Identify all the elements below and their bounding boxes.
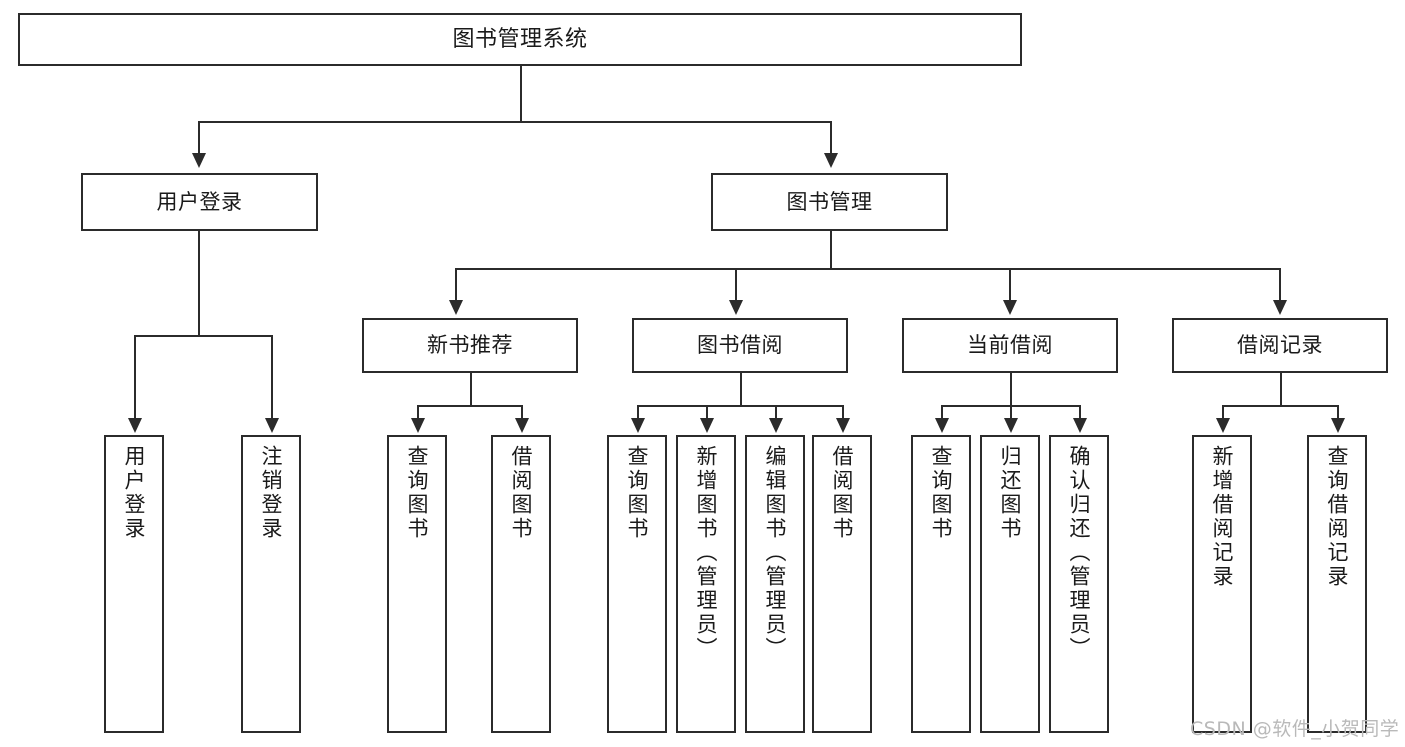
connector-borrow-drop-1 [637,405,639,420]
node-borrow-record[interactable]: 借阅记录 [1172,318,1388,373]
leaf-recommend-query-book[interactable]: 查询图书 [387,435,447,733]
node-label: 借阅图书 [509,445,534,541]
arrow-record-2 [1331,418,1345,433]
leaf-current-confirm-return-admin[interactable]: 确认归还（管理员） [1049,435,1109,733]
leaf-logout[interactable]: 注销登录 [241,435,301,733]
arrow-level1-1 [192,153,206,168]
connector-recommend-drop-1 [417,405,419,420]
node-current-borrow[interactable]: 当前借阅 [902,318,1118,373]
arrow-borrow-2 [700,418,714,433]
arrow-level1-2 [824,153,838,168]
node-label: 查询借阅记录 [1325,445,1350,589]
node-label: 用户登录 [122,445,147,541]
connector-root-stem [520,66,522,122]
connector-level1-drop-2 [830,121,832,154]
node-label: 图书管理系统 [452,26,588,52]
arrow-record-1 [1216,418,1230,433]
connector-borrow-drop-3 [775,405,777,420]
node-label: 注销登录 [259,445,284,541]
node-user-login[interactable]: 用户登录 [81,173,318,231]
connector-recommend-stem [470,373,472,407]
connector-current-stem [1010,373,1012,407]
connector-userlogin-drop-2 [271,335,273,419]
arrow-recommend-2 [515,418,529,433]
watermark-text: CSDN @软件_小贺同学 [1190,718,1400,740]
node-label: 查询图书 [625,445,650,541]
node-label: 编辑图书（管理员） [763,445,788,661]
node-label: 图书借阅 [697,333,783,358]
arrow-recommend-1 [411,418,425,433]
connector-level1-drop-1 [198,121,200,154]
connector-record-drop-1 [1222,405,1224,420]
connector-current-drop-1 [941,405,943,420]
connector-borrow-drop-4 [842,405,844,420]
connector-level2-drop-3 [1009,268,1011,301]
arrow-current-3 [1073,418,1087,433]
arrow-current-2 [1004,418,1018,433]
node-label: 图书管理 [786,189,873,214]
connector-current-drop-3 [1079,405,1081,420]
node-label: 归还图书 [998,445,1023,541]
leaf-user-login[interactable]: 用户登录 [104,435,164,733]
arrow-borrow-3 [769,418,783,433]
leaf-record-query-record[interactable]: 查询借阅记录 [1307,435,1367,733]
connector-level2-drop-2 [735,268,737,301]
leaf-borrow-edit-book-admin[interactable]: 编辑图书（管理员） [745,435,805,733]
connector-borrow-stem [740,373,742,407]
arrow-current-1 [935,418,949,433]
node-book-borrow[interactable]: 图书借阅 [632,318,848,373]
arrow-level2-3 [1003,300,1017,315]
connector-borrow-bus [637,405,843,407]
node-label: 查询图书 [929,445,954,541]
leaf-record-add-record[interactable]: 新增借阅记录 [1192,435,1252,733]
connector-record-bus [1222,405,1338,407]
node-label: 借阅记录 [1237,333,1323,358]
node-label: 当前借阅 [967,333,1053,358]
leaf-current-query-book[interactable]: 查询图书 [911,435,971,733]
connector-level2-drop-4 [1279,268,1281,301]
node-label: 用户登录 [156,189,243,214]
connector-level2-bus [455,268,1281,270]
connector-level2-drop-1 [455,268,457,301]
node-label: 借阅图书 [830,445,855,541]
connector-userlogin-stem [198,231,200,336]
connector-userlogin-drop-1 [134,335,136,419]
node-root-book-management-system[interactable]: 图书管理系统 [18,13,1022,66]
connector-level1-bus [198,121,832,123]
node-new-book-recommend[interactable]: 新书推荐 [362,318,578,373]
connector-bookmgmt-stem [830,231,832,269]
arrow-level2-1 [449,300,463,315]
arrow-level2-2 [729,300,743,315]
node-label: 新增借阅记录 [1210,445,1235,589]
node-book-management[interactable]: 图书管理 [711,173,948,231]
arrow-borrow-4 [836,418,850,433]
leaf-borrow-borrow-book[interactable]: 借阅图书 [812,435,872,733]
arrow-level2-4 [1273,300,1287,315]
arrow-borrow-1 [631,418,645,433]
node-label: 新增图书（管理员） [694,445,719,661]
connector-recommend-bus [417,405,523,407]
node-label: 新书推荐 [427,333,513,358]
connector-record-drop-2 [1337,405,1339,420]
connector-record-stem [1280,373,1282,407]
connector-current-drop-2 [1010,405,1012,420]
node-label: 确认归还（管理员） [1067,445,1092,661]
leaf-borrow-query-book[interactable]: 查询图书 [607,435,667,733]
connector-userlogin-bus [134,335,272,337]
arrow-userlogin-1 [128,418,142,433]
arrow-userlogin-2 [265,418,279,433]
leaf-current-return-book[interactable]: 归还图书 [980,435,1040,733]
connector-recommend-drop-2 [521,405,523,420]
leaf-recommend-borrow-book[interactable]: 借阅图书 [491,435,551,733]
connector-borrow-drop-2 [706,405,708,420]
leaf-borrow-add-book-admin[interactable]: 新增图书（管理员） [676,435,736,733]
node-label: 查询图书 [405,445,430,541]
